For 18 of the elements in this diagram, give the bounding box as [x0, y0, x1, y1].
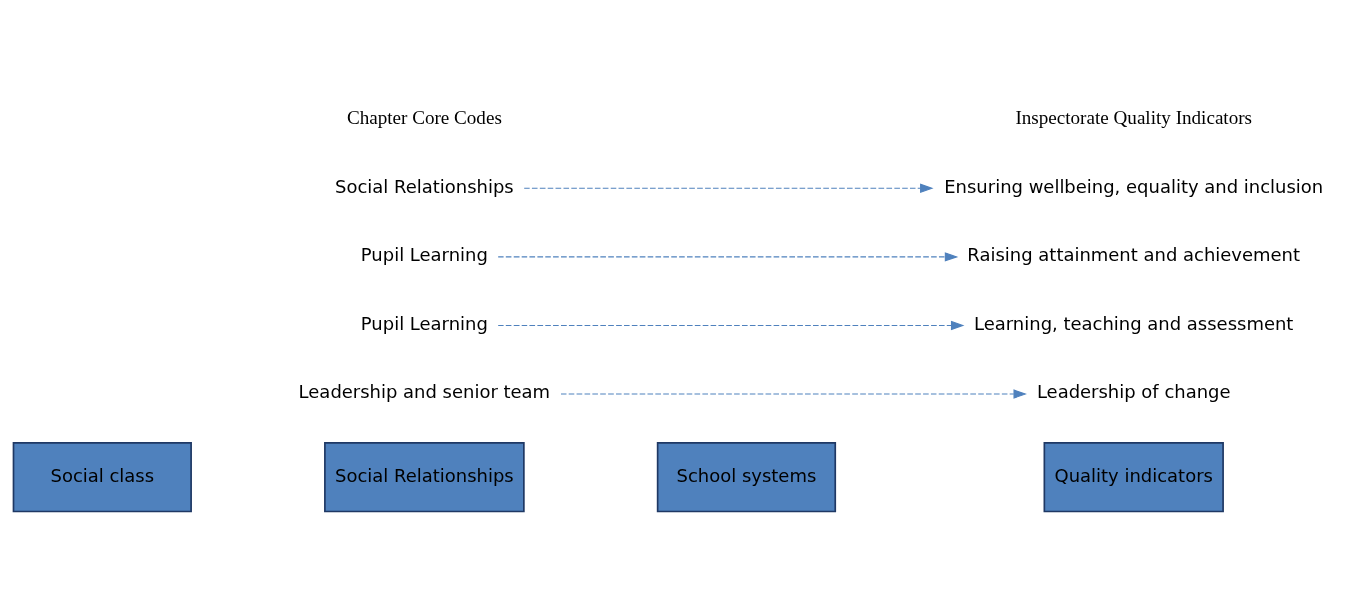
- node-text: Raising attainment and achievement: [967, 243, 1301, 265]
- node-box: Social class: [12, 441, 192, 512]
- node-text: Pupil Learning: [360, 312, 488, 334]
- node-box: Quality indicators: [1043, 441, 1224, 512]
- arrow: [560, 388, 1027, 399]
- node-box: Social Relationships: [324, 441, 525, 512]
- arrow: [497, 251, 959, 262]
- label: Chapter Core Codes: [346, 106, 502, 128]
- arrow: [497, 320, 965, 330]
- arrow: [523, 183, 934, 193]
- node-text: Social Relationships: [335, 175, 514, 197]
- node-text: Leadership and senior team: [298, 380, 551, 402]
- node-text: Leadership of change: [1036, 380, 1231, 402]
- node-box: School systems: [656, 441, 837, 512]
- node-text: Ensuring wellbeing, equality and inclusion: [944, 175, 1324, 197]
- label: Inspectorate Quality Indicators: [1015, 106, 1253, 128]
- node-text: Learning, teaching and assessment: [974, 312, 1294, 334]
- node-text: Pupil Learning: [360, 243, 488, 265]
